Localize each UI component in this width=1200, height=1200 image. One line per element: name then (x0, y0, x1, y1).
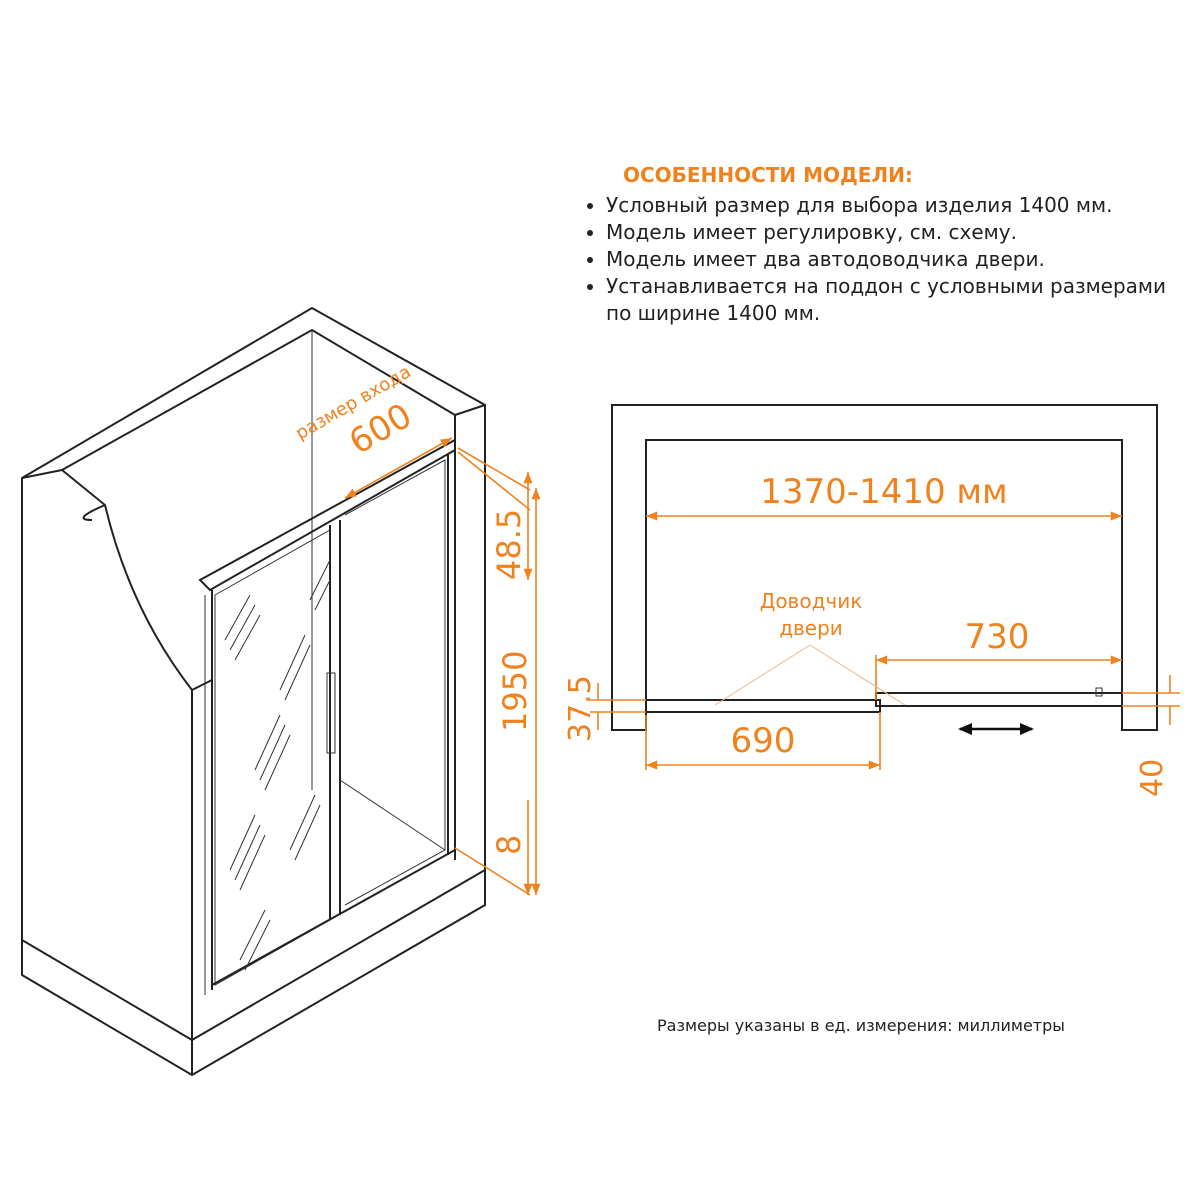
closer-label-line2: двери (779, 616, 843, 640)
plan-view-drawing (611, 404, 1158, 735)
feature-item: Модель имеет два автодоводчика двери. (606, 246, 1178, 273)
units-footnote: Размеры указаны в ед. измерения: миллиме… (657, 1016, 1065, 1035)
features-block: ОСОБЕННОСТИ МОДЕЛИ: Условный размер для … (578, 162, 1178, 327)
plan-dimensions: 1370-1410 мм Доводчик двери 730 690 37.5… (563, 472, 1180, 797)
feature-item: Условный размер для выбора изделия 1400 … (606, 192, 1178, 219)
iso-shower-drawing (21, 306, 486, 1077)
height-value: 1950 (496, 651, 534, 732)
bottom-offset-value: 8 (490, 835, 528, 855)
right-depth-value: 40 (1135, 759, 1170, 797)
feature-item: Устанавливается на поддон с условными ра… (606, 273, 1178, 327)
width-range-value: 1370-1410 мм (760, 472, 1007, 512)
fixed-width-value: 690 (731, 721, 796, 761)
features-title: ОСОБЕННОСТИ МОДЕЛИ: (623, 163, 913, 187)
iso-dimensions: размер входа 600 48.5 1950 8 (292, 361, 541, 896)
top-offset-value: 48.5 (490, 509, 528, 580)
door-width-value: 730 (965, 617, 1030, 657)
closer-label-line1: Доводчик (760, 589, 863, 613)
left-depth-value: 37.5 (563, 675, 598, 742)
feature-item: Модель имеет регулировку, см. схему. (606, 219, 1178, 246)
